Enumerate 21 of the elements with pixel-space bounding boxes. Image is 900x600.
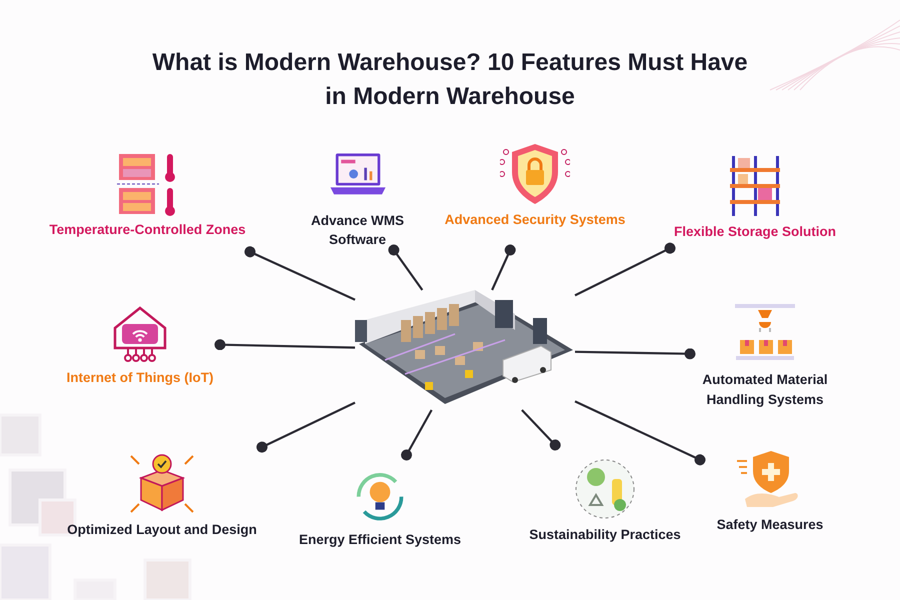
connector-line (256, 402, 356, 453)
feature-label: Automated Material Handling Systems (701, 371, 829, 409)
feature-label: Flexible Storage Solution (674, 223, 836, 241)
connector-line (214, 339, 356, 350)
feature-label: Sustainability Practices (529, 526, 681, 544)
connector-line (521, 409, 561, 450)
connector-line (574, 400, 706, 466)
feature-label: Internet of Things (IoT) (66, 369, 214, 387)
feature-label: Optimized Layout and Design (67, 521, 257, 539)
connector-line (574, 348, 696, 360)
feature-label: Advance WMS Software (310, 212, 406, 250)
feature-label: Temperature-Controlled Zones (49, 221, 246, 239)
connector-line (491, 244, 516, 290)
feature-label: Safety Measures (716, 516, 824, 534)
connector-line (574, 242, 676, 296)
connector-line (401, 409, 433, 460)
feature-label: Energy Efficient Systems (298, 531, 462, 550)
feature-label: Advanced Security Systems (444, 211, 626, 229)
connector-line (388, 244, 424, 291)
title: What is Modern Warehouse? 10 Features Must Have in Modern Warehouse (151, 48, 749, 112)
connector-line (244, 246, 356, 301)
